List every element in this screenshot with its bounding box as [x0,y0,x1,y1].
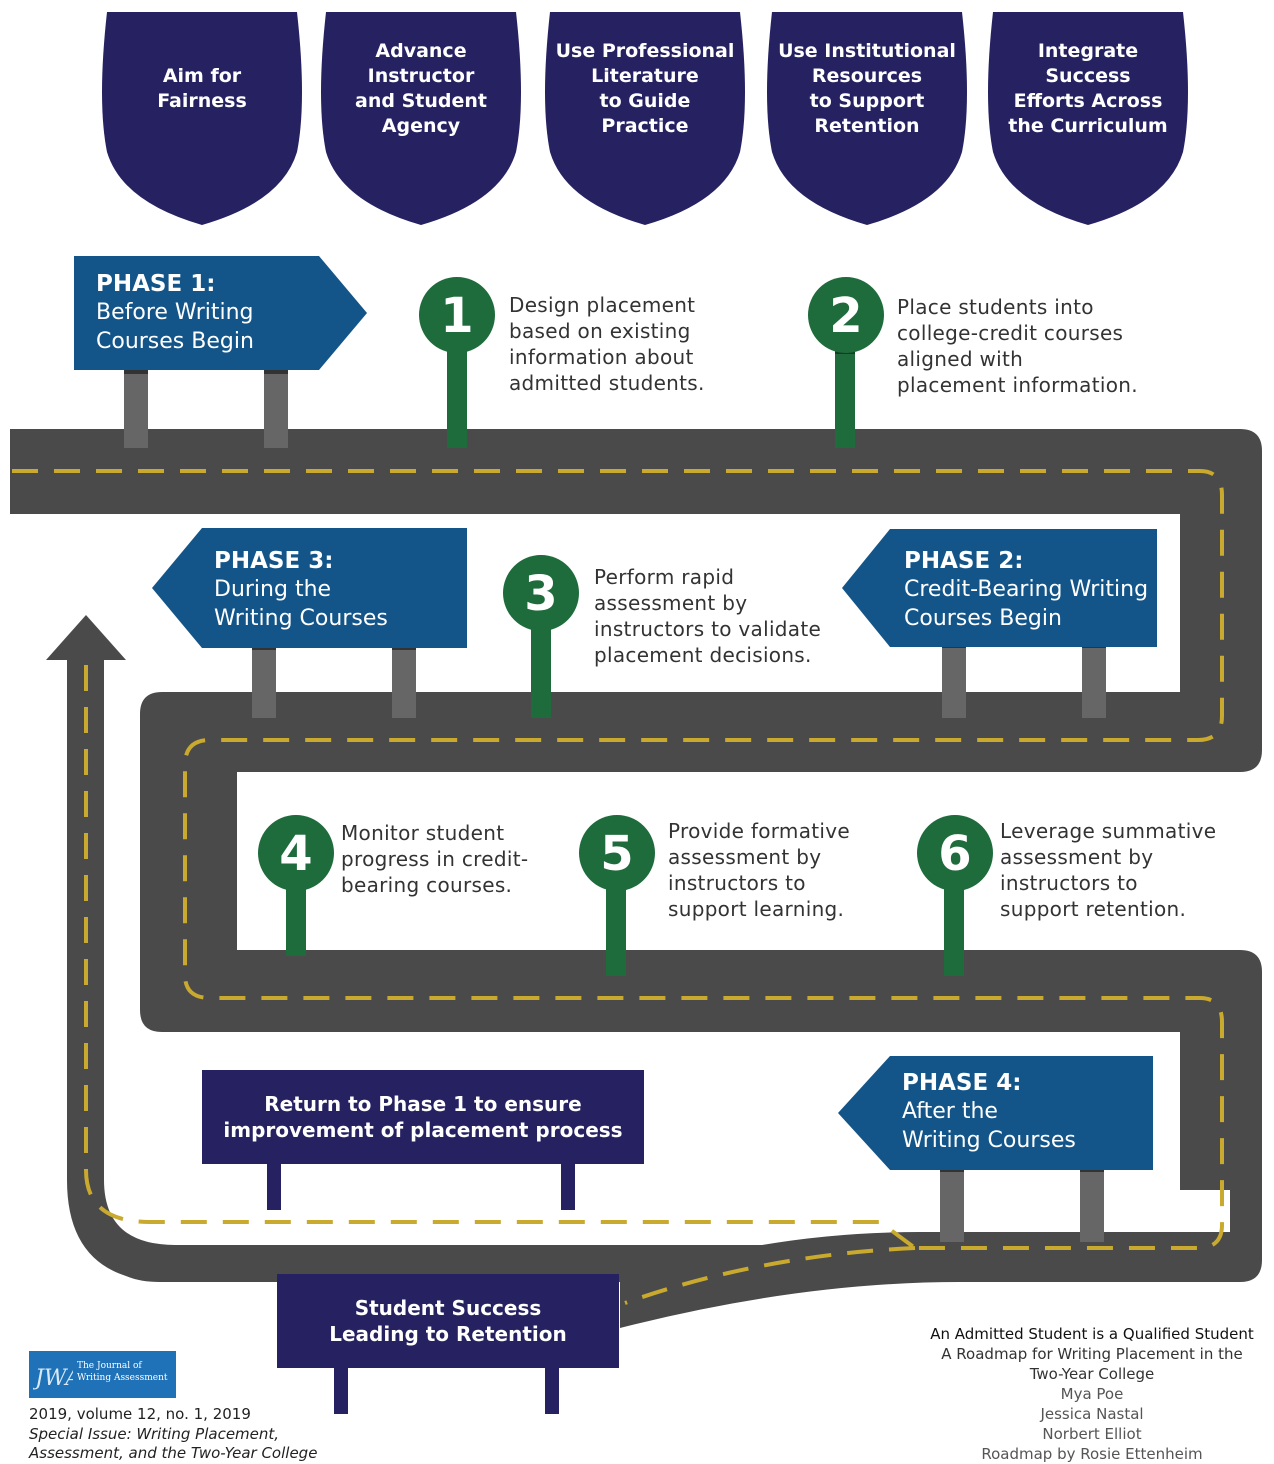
shield-icon [767,12,967,225]
shield-label: Aim for Fairness [157,64,247,112]
success-sign: Student Success Leading to Retention [277,1274,619,1368]
phase-4-sign [838,1056,1153,1170]
milestone-3-marker: 3 [503,555,579,631]
milestone-2-number: 2 [829,288,862,344]
credits-author-3: Norbert Elliot [1042,1425,1142,1443]
shield-fairness: Aim for Fairness [97,12,307,225]
journal-issue: 2019, volume 12, no. 1, 2019 [29,1405,251,1423]
svg-text:JWA: JWA [33,1366,73,1391]
phase-2-post-left [942,642,966,718]
journal-logo: JWA The Journal of Writing Assessment [29,1351,176,1398]
milestone-5-marker: 5 [579,815,655,891]
phase-1-sign [74,256,367,370]
phase-4-title: PHASE 4: [902,1070,1022,1096]
phase-2-sign [842,529,1157,647]
success-sign-post-left [334,1366,348,1414]
phase-1-post-right [264,368,288,448]
road-arrow-head [46,615,126,660]
phase-4-subtitle: After the Writing Courses [902,1099,1076,1153]
credits-author-1: Mya Poe [1060,1385,1124,1403]
phase-2-title: PHASE 2: [904,548,1024,574]
phase-1-title: PHASE 1: [96,271,216,297]
credits-roadmap: Roadmap by Rosie Ettenheim [981,1445,1203,1463]
shield-agency: Advance Instructor and Student Agency [316,12,526,225]
journal-special-issue: Special Issue: Writing Placement, Assess… [29,1425,318,1462]
phase-1-post-left [124,368,148,448]
milestone-1-marker: 1 [419,277,495,353]
milestone-3-text: Perform rapid assessment by instructors … [594,565,822,667]
milestone-2-marker: 2 [808,277,884,353]
credits-subtitle: A Roadmap for Writing Placement in the T… [941,1345,1243,1383]
milestone-6-marker: 6 [917,815,993,891]
milestone-2-text: Place students into college-credit cours… [897,295,1138,397]
milestone-4-number: 4 [279,826,312,882]
shield-label: Use Institutional Resources to Support R… [778,39,956,137]
milestone-3-number: 3 [524,566,557,622]
phase-3-sign [152,528,467,648]
milestone-4-text: Monitor student progress in credit- bear… [341,821,529,897]
phase-4-text: PHASE 4: After the Writing Courses [902,1069,1152,1155]
success-sign-post-right [545,1366,559,1414]
phase-1-text: PHASE 1: Before Writing Courses Begin [96,270,346,356]
jwa-monogram-icon: JWA [33,1366,73,1391]
phase-2-text: PHASE 2: Credit-Bearing Writing Courses … [904,547,1156,633]
return-sign-post-left [267,1162,281,1210]
phase-2-subtitle: Credit-Bearing Writing Courses Begin [904,577,1149,631]
phase-3-post-left [252,644,276,718]
phase-1-subtitle: Before Writing Courses Begin [96,300,254,354]
milestone-4-pole [286,880,306,956]
phase-4-post-left [940,1166,964,1242]
credits-author-2: Jessica Nastal [1040,1405,1144,1423]
road-dash-exit [624,1246,916,1305]
shield-resources: Use Institutional Resources to Support R… [762,12,972,225]
shield-literature: Use Professional Literature to Guide Pra… [540,12,750,225]
shield-label: Integrate Success Efforts Across the Cur… [1008,39,1168,137]
road-exit-curve [620,1232,1230,1328]
milestone-5-pole [606,880,626,976]
milestone-2-pole [835,348,855,448]
milestone-6-pole [944,880,964,976]
milestone-4-marker: 4 [258,815,334,891]
return-sign-post-right [561,1162,575,1210]
milestone-6-text: Leverage summative assessment by instruc… [1000,819,1217,921]
phase-4-post-right [1080,1166,1104,1242]
credits-block: An Admitted Student is a Qualified Stude… [912,1324,1272,1464]
journal-logo-text: The Journal of Writing Assessment [77,1361,168,1383]
milestone-5-text: Provide formative assessment by instruct… [668,819,851,921]
shield-icon [988,12,1188,225]
milestone-1-number: 1 [440,288,473,344]
phase-2-post-right [1082,642,1106,718]
shield-icon [545,12,745,225]
road-dash-return [84,665,917,1250]
milestone-6-number: 6 [938,826,971,882]
shield-icon [321,12,521,225]
shield-label: Advance Instructor and Student Agency [355,39,487,137]
phase-3-subtitle: During the Writing Courses [214,577,388,631]
milestone-1-pole [447,345,467,448]
return-sign: Return to Phase 1 to ensure improvement … [202,1070,644,1164]
phase-3-post-right [392,644,416,718]
shield-label: Use Professional Literature to Guide Pra… [555,39,735,137]
milestone-5-number: 5 [600,826,633,882]
milestone-3-pole [531,620,551,718]
road-dash-1 [12,469,1224,1250]
phase-3-title: PHASE 3: [214,548,334,574]
phase-3-text: PHASE 3: During the Writing Courses [214,547,464,633]
shield-icon [102,12,302,225]
milestone-1-text: Design placement based on existing infor… [509,293,705,395]
shield-integrate: Integrate Success Efforts Across the Cur… [983,12,1193,225]
credits-title: An Admitted Student is a Qualified Stude… [930,1325,1254,1343]
